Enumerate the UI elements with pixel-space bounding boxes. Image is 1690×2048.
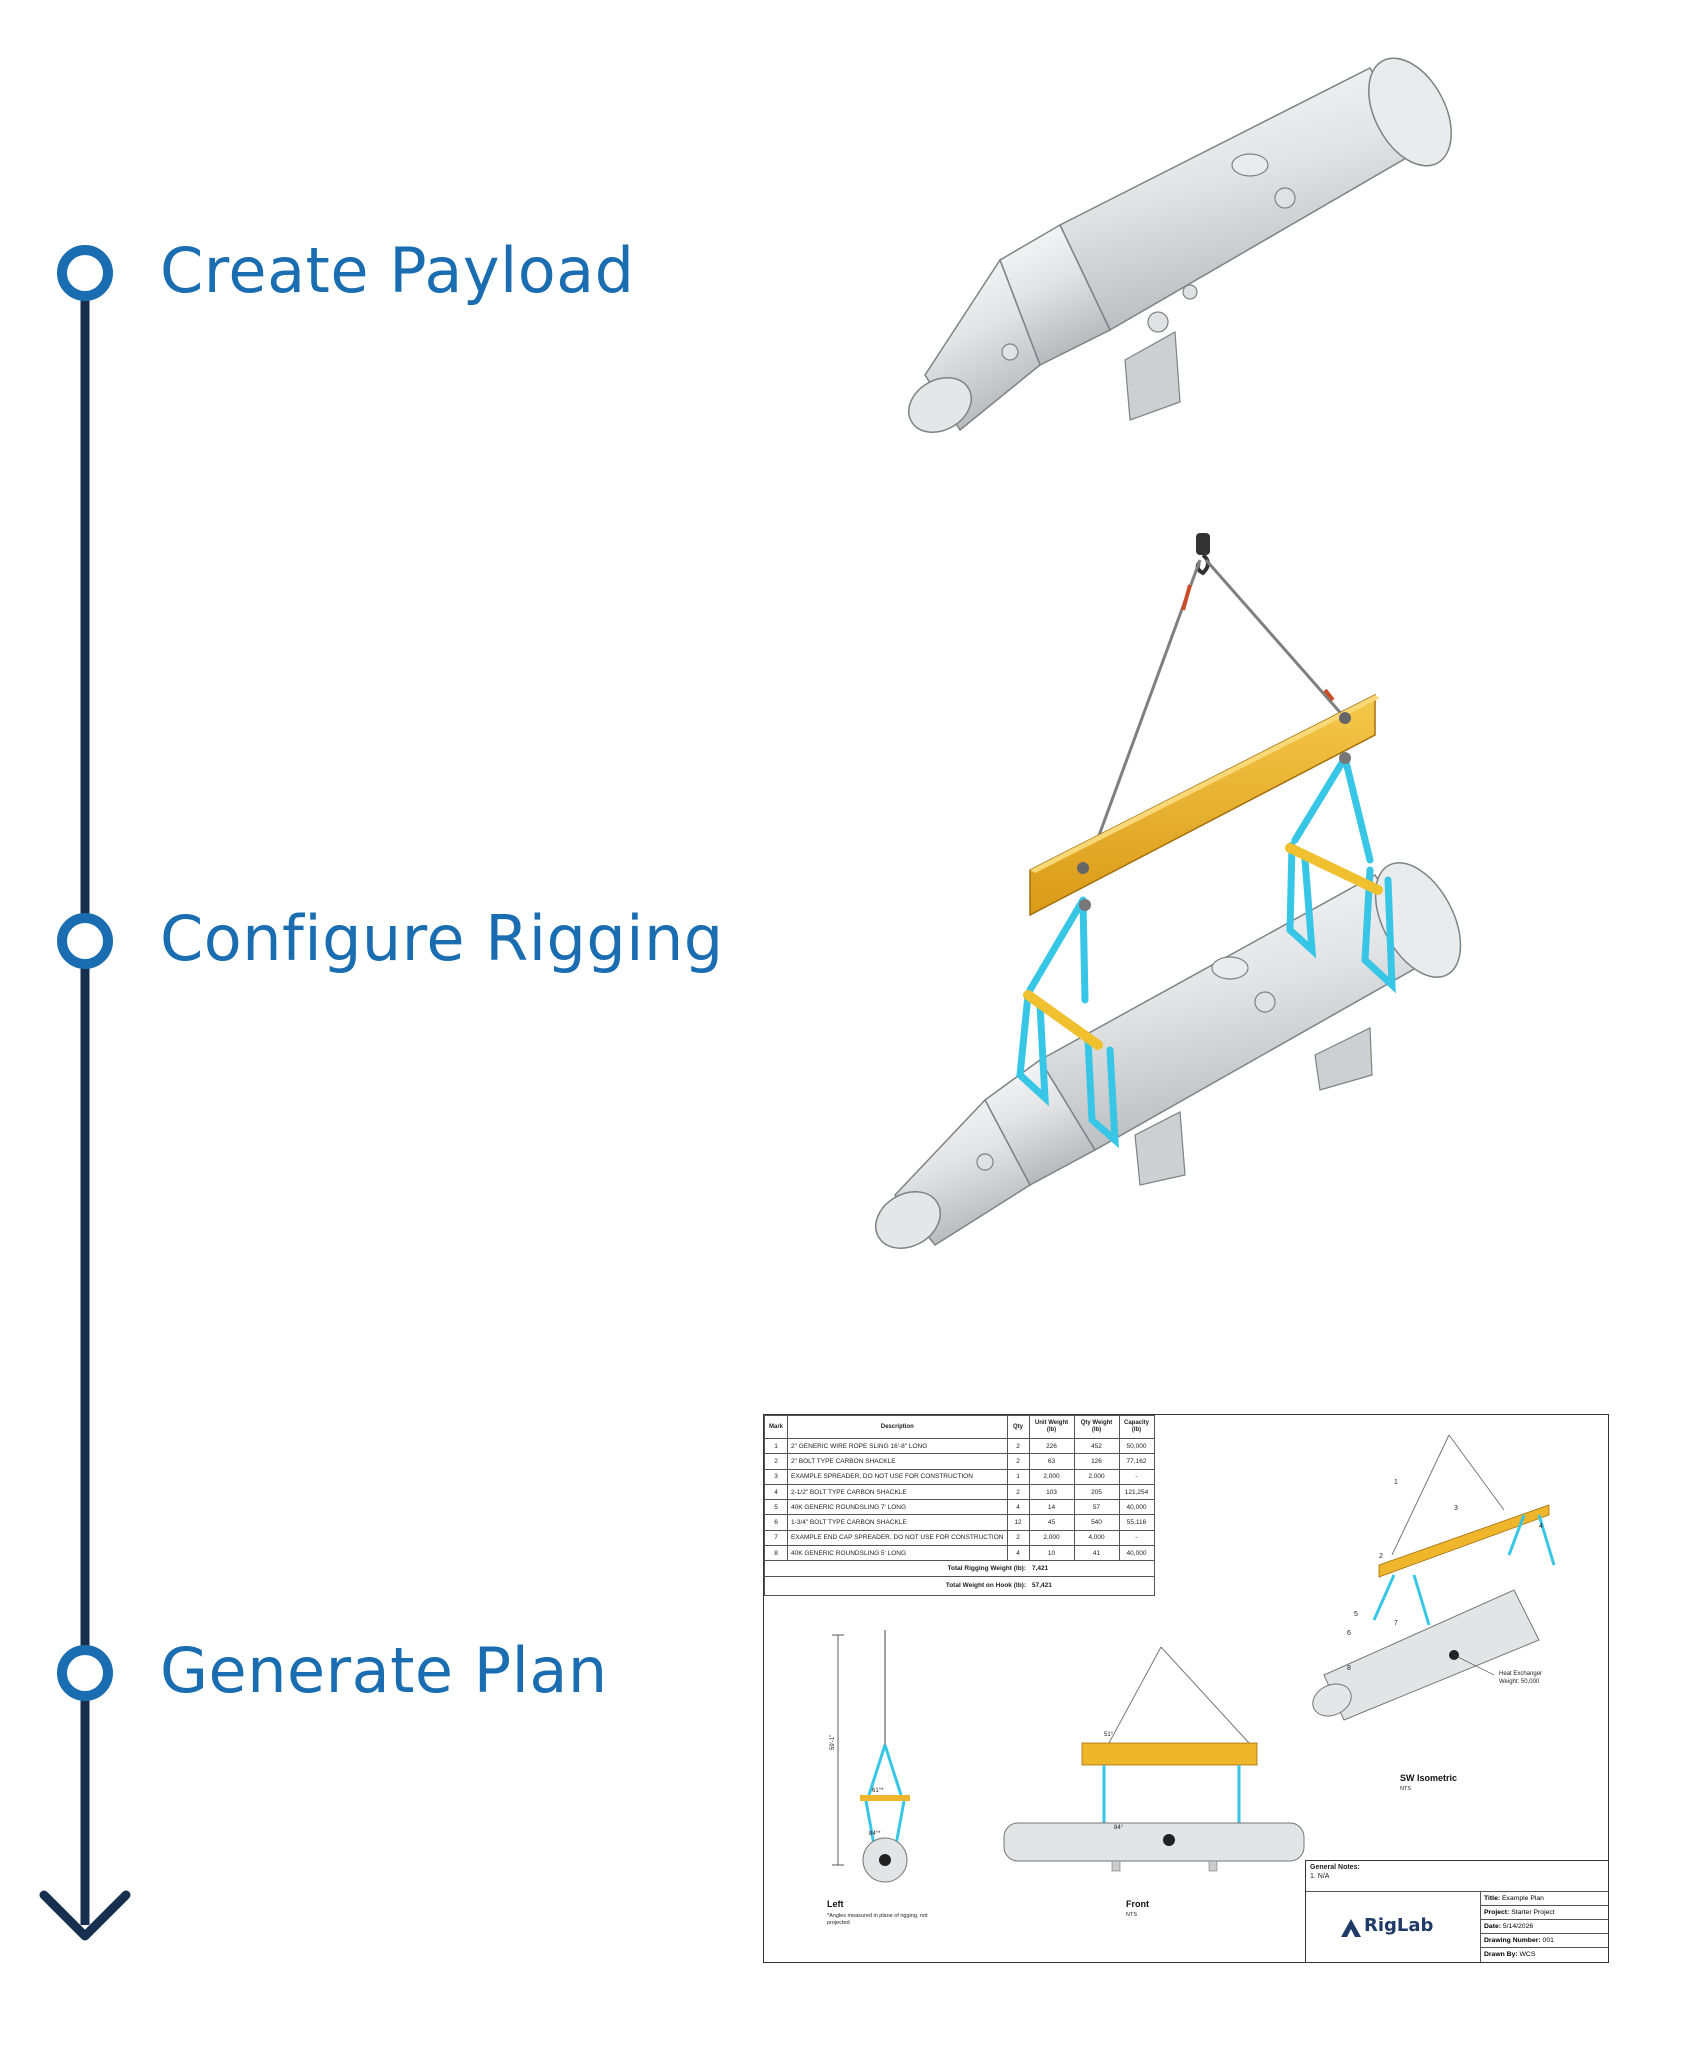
bom-cell: 6 [764, 1514, 788, 1531]
tb-drawn-value: WCS [1519, 1951, 1536, 1958]
callout-bubble-5: 5 [1354, 1611, 1358, 1618]
wire-rope-sling [1088, 559, 1202, 861]
step-label-configure-rigging: Configure Rigging [160, 902, 724, 975]
iso-view-scale: NTS [1400, 1786, 1411, 1792]
tb-date-value: 5/14/2026 [1502, 1923, 1534, 1930]
heat-exchanger-weight: Weight: 50,000 [1499, 1679, 1540, 1685]
callout-bubble-8: 8 [1347, 1665, 1351, 1672]
angle-left-bottom: 84°* [869, 1831, 881, 1837]
bom-header-row: Mark Description Qty Unit Weight (lb) Qt… [764, 1415, 1155, 1439]
isometric-view [1312, 1434, 1556, 1721]
general-notes-title: General Notes: [1310, 1864, 1360, 1871]
left-view-title: Left [827, 1899, 844, 1909]
shackle-icon [1339, 712, 1351, 724]
tb-drawn-label: Drawn By: [1484, 1951, 1518, 1958]
wire-rope-sling [1204, 559, 1347, 719]
callout-bubble-6: 6 [1347, 1630, 1351, 1637]
callout-bubble-1: 1 [1394, 1479, 1398, 1486]
callout-bubble-4: 4 [1539, 1523, 1543, 1530]
tb-title-value: Example Plan [1502, 1895, 1544, 1902]
front-view [1003, 1646, 1305, 1872]
front-view-title: Front [1126, 1899, 1149, 1909]
total-hook-row: Total Weight on Hook (lb): 57,421 [764, 1575, 1155, 1596]
tb-title-label: Title: [1484, 1895, 1501, 1902]
left-view [832, 1630, 910, 1883]
bom-cell: - [1118, 1529, 1155, 1547]
step-node-plan [57, 1645, 113, 1701]
tb-project-value: Starter Project [1511, 1909, 1555, 1916]
heat-exchanger-callout: Heat Exchanger [1499, 1671, 1543, 1677]
general-notes-item: 1. N/A [1310, 1873, 1330, 1880]
step-node-payload [57, 245, 113, 301]
step-label-generate-plan: Generate Plan [160, 1634, 608, 1707]
lift-plan-sheet: Mark Description Qty Unit Weight (lb) Qt… [763, 1414, 1609, 1963]
callout-bubble-2: 2 [1379, 1553, 1383, 1560]
riglab-brand: RigLab [1364, 1915, 1434, 1936]
roundslings [1016, 754, 1396, 1149]
tb-project-label: Project: [1484, 1909, 1510, 1916]
rigged-vessel [875, 862, 1462, 1249]
angle-left-top: 61°* [872, 1788, 884, 1794]
spreader-beam [1029, 693, 1380, 917]
callout-bubble-3: 3 [1454, 1505, 1458, 1512]
height-dimension: 59'-1" [830, 1734, 836, 1750]
front-view-scale: NTS [1126, 1912, 1137, 1918]
callout-bubble-7: 7 [1394, 1620, 1398, 1627]
heat-exchanger-vessel [908, 57, 1452, 433]
iso-view-title: SW Isometric [1400, 1773, 1458, 1783]
shackle-icon [1339, 752, 1351, 764]
step-node-rigging [57, 913, 113, 969]
tb-drawing-value: 001 [1542, 1937, 1554, 1944]
timeline-arrow-icon [39, 1890, 131, 1941]
tb-drawing-label: Drawing Number: [1484, 1937, 1541, 1944]
end-cap-spreader [1023, 990, 1103, 1050]
riglab-logo-icon [1341, 1919, 1361, 1937]
plan-drawings [832, 1434, 1556, 1883]
shackle-icon [1077, 862, 1089, 874]
end-cap-spreader [1285, 843, 1383, 895]
step-label-create-payload: Create Payload [160, 234, 635, 307]
angle-front-top: 51° [1104, 1732, 1114, 1738]
bill-of-materials: Mark Description Qty Unit Weight (lb) Qt… [764, 1415, 1155, 1596]
total-rigging-row: Total Rigging Weight (lb): 7,421 [764, 1560, 1155, 1577]
shackle-icon [1079, 899, 1091, 911]
left-view-note: *Angles measured in plane of rigging, no… [827, 1913, 928, 1926]
title-block: General Notes: 1. N/A RigLab Title: Exam… [1305, 1860, 1609, 1963]
angle-front-bottom: 84° [1114, 1825, 1124, 1831]
tb-date-label: Date: [1484, 1923, 1501, 1930]
